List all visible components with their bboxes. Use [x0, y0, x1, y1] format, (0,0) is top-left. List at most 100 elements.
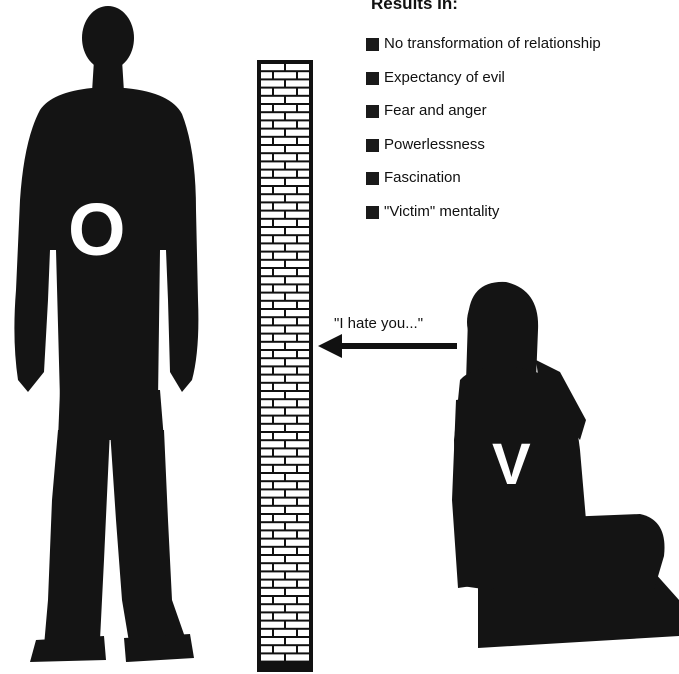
brick	[274, 105, 296, 111]
brick	[286, 441, 309, 447]
brick	[274, 581, 296, 587]
brick	[286, 64, 309, 70]
brick	[298, 613, 309, 619]
brick	[261, 638, 284, 644]
brick	[261, 392, 284, 398]
results-item-label: Fascination	[384, 169, 461, 187]
brick	[261, 162, 284, 168]
brick	[298, 482, 309, 488]
brick	[274, 72, 296, 78]
brick	[261, 441, 284, 447]
brick	[274, 171, 296, 177]
brick	[298, 417, 309, 423]
brick	[274, 318, 296, 324]
brick	[286, 212, 309, 218]
brick	[298, 367, 309, 373]
brick	[261, 564, 272, 570]
brick	[286, 195, 309, 201]
brick	[298, 351, 309, 357]
person-o-silhouette	[14, 6, 198, 662]
brick	[261, 203, 272, 209]
brick	[298, 466, 309, 472]
brick	[261, 482, 272, 488]
brick	[261, 449, 272, 455]
brick	[274, 613, 296, 619]
brick	[261, 572, 284, 578]
brick	[261, 654, 284, 660]
results-item-label: No transformation of relationship	[384, 35, 601, 53]
brick	[298, 318, 309, 324]
brick	[261, 89, 272, 95]
brick	[286, 507, 309, 513]
brick	[261, 425, 284, 431]
brick	[286, 540, 309, 546]
brick	[261, 244, 284, 250]
brick	[261, 597, 272, 603]
results-item-label: Fear and anger	[384, 102, 487, 120]
brick	[274, 187, 296, 193]
brick	[261, 556, 284, 562]
brick	[286, 310, 309, 316]
brick	[298, 171, 309, 177]
brick	[261, 121, 272, 127]
brick	[298, 302, 309, 308]
brick	[286, 425, 309, 431]
results-item-label: Powerlessness	[384, 136, 485, 154]
results-item: Fear and anger	[366, 102, 601, 136]
brick	[261, 326, 284, 332]
results-item: Fascination	[366, 169, 601, 203]
brick	[286, 228, 309, 234]
brick	[274, 203, 296, 209]
results-item: "Victim" mentality	[366, 203, 601, 237]
brick	[261, 581, 272, 587]
brick	[286, 589, 309, 595]
brick-wall	[257, 60, 313, 672]
brick	[261, 310, 284, 316]
brick	[274, 499, 296, 505]
brick	[261, 138, 272, 144]
brick	[274, 220, 296, 226]
brick	[286, 474, 309, 480]
brick	[261, 646, 272, 652]
brick	[286, 277, 309, 283]
brick	[286, 146, 309, 152]
brick	[261, 302, 272, 308]
brick	[298, 449, 309, 455]
brick	[261, 171, 272, 177]
brick	[286, 605, 309, 611]
brick	[261, 228, 284, 234]
brick	[261, 195, 284, 201]
results-list: No transformation of relationship Expect…	[366, 35, 601, 236]
brick	[298, 597, 309, 603]
brick	[274, 285, 296, 291]
brick	[298, 138, 309, 144]
brick	[274, 367, 296, 373]
brick	[274, 384, 296, 390]
brick	[261, 540, 284, 546]
brick	[274, 515, 296, 521]
brick	[298, 187, 309, 193]
brick	[261, 589, 284, 595]
brick	[261, 236, 272, 242]
brick	[298, 400, 309, 406]
brick	[261, 187, 272, 193]
brick	[274, 253, 296, 259]
brick	[261, 154, 272, 160]
brick	[261, 130, 284, 136]
brick	[298, 89, 309, 95]
brick	[298, 269, 309, 275]
brick	[286, 376, 309, 382]
square-bullet-icon	[366, 206, 379, 219]
square-bullet-icon	[366, 139, 379, 152]
brick	[298, 335, 309, 341]
brick	[261, 376, 284, 382]
brick	[298, 531, 309, 537]
brick	[298, 630, 309, 636]
brick	[261, 622, 284, 628]
brick	[261, 531, 272, 537]
speech-text: "I hate you..."	[334, 315, 423, 332]
brick	[261, 64, 284, 70]
brick	[261, 433, 272, 439]
brick	[261, 466, 272, 472]
brick	[274, 466, 296, 472]
